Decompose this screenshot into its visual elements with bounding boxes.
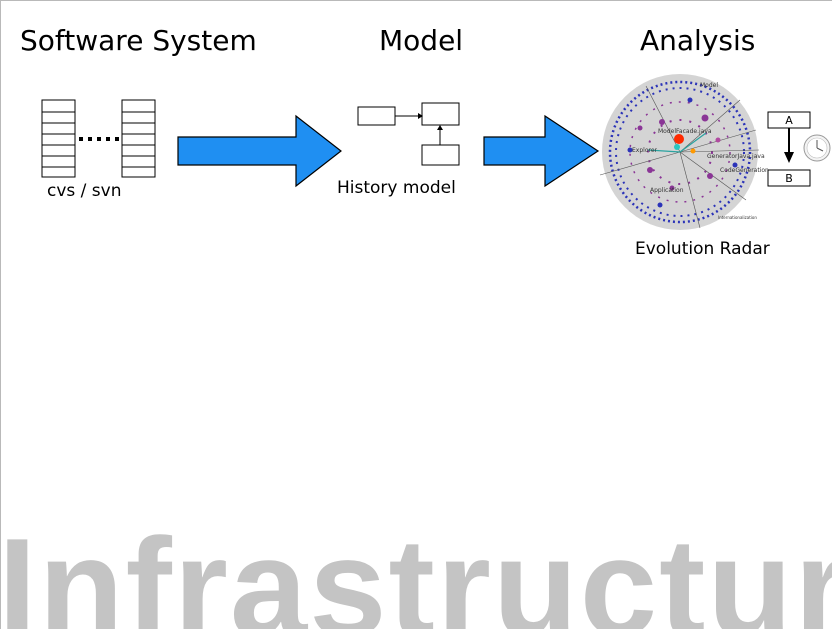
caption-history-model: History model xyxy=(337,178,456,198)
document-left-icon xyxy=(41,99,76,178)
radar-label-application: Application xyxy=(650,187,684,194)
radar-label-explorer: Explorer xyxy=(632,147,658,154)
document-right-icon xyxy=(121,99,156,178)
version-a-box: A xyxy=(767,111,811,129)
svg-text:A: A xyxy=(785,114,793,127)
version-arrow-icon xyxy=(784,128,794,163)
watermark-title: Infrastructure xyxy=(0,510,832,629)
big-arrow-1 xyxy=(177,114,342,188)
history-model-diagram xyxy=(357,102,460,166)
svg-text:B: B xyxy=(785,172,793,185)
version-b-box: B xyxy=(767,169,811,187)
radar-label-generator: GeneratorJava.java xyxy=(707,153,765,160)
heading-model: Model xyxy=(379,24,464,57)
slide-border-top xyxy=(0,0,832,1)
slide-border-left xyxy=(0,0,1,629)
big-arrow-2 xyxy=(483,114,600,188)
clock-icon xyxy=(803,134,831,162)
radar-label-code-generation: CodeGeneration xyxy=(720,167,769,174)
radar-label-internationalization: Internationalization xyxy=(718,215,757,220)
evolution-radar-graphic: Model ModelFacade.java Explorer Generato… xyxy=(599,74,769,230)
heading-analysis: Analysis xyxy=(640,24,756,57)
caption-evolution-radar: Evolution Radar xyxy=(635,239,770,259)
heading-software-system: Software System xyxy=(20,24,257,57)
caption-cvs-svn: cvs / svn xyxy=(47,181,122,201)
radar-label-model: Model xyxy=(700,82,718,89)
radar-label-model-facade: ModelFacade.java xyxy=(658,128,712,135)
ellipsis-dots-icon xyxy=(79,137,119,141)
